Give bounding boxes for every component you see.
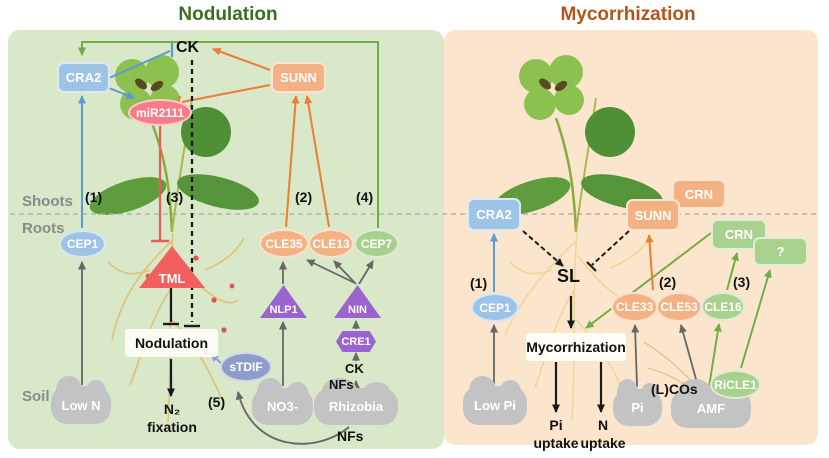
cloud-pi: Pi [613, 379, 662, 426]
cloud-rhizobia: Rhizobia [314, 378, 398, 425]
label-n-uptake-line2: uptake [580, 434, 626, 451]
label-n2-fixation: N₂ fixation [140, 401, 204, 436]
label-pi-uptake-line2: uptake [533, 434, 579, 451]
node-cep1-mycorrhization: CEP1 [471, 293, 519, 322]
node-cle16: CLE16 [701, 292, 745, 321]
node-cep1-nodulation: CEP1 [59, 230, 106, 258]
node-sunn-mycorrhization: SUNN [626, 199, 680, 231]
cloud-rhizobia-label: Rhizobia [328, 399, 384, 414]
pathway-label-5-nod: (5) [208, 394, 226, 410]
label-fixation: fixation [147, 418, 197, 435]
cloud-pi-label: Pi [631, 400, 644, 415]
pathway-label-3-myc: (3) [733, 274, 751, 290]
node-cep7: CEP7 [354, 229, 399, 258]
label-ck-shoot: CK [176, 39, 200, 56]
nodulation-title: Nodulation [178, 4, 278, 25]
cloud-no3-label: NO3- [266, 399, 299, 414]
label-pi-uptake: Pi uptake [525, 417, 587, 452]
node-mir2111: miR2111 [128, 99, 192, 126]
node-stdif: sTDIF [220, 352, 272, 382]
region-label-soil: Soil [22, 388, 50, 405]
pathway-label-2-nod: (2) [295, 189, 313, 205]
node-tml-label: TML [158, 271, 186, 286]
node-nin-label: NIN [348, 304, 367, 316]
node-crn-shoot: CRN [672, 179, 726, 209]
label-pi-uptake-line1: Pi [549, 417, 563, 433]
node-cle33: CLE33 [611, 292, 658, 322]
node-cle13: CLE13 [308, 229, 354, 258]
cloud-low-n-label: Low N [61, 397, 101, 413]
node-unknown-receptor: ? [753, 237, 808, 266]
label-n-uptake-line1: N [597, 417, 609, 433]
label-nfs-bottom: NFs [337, 428, 364, 444]
pathway-label-3-nod: (3) [166, 189, 184, 205]
process-nodulation: Nodulation [125, 329, 218, 357]
label-sl: SL [557, 266, 581, 286]
node-cle35: CLE35 [259, 229, 309, 258]
label-lcos: (L)COs [651, 381, 698, 397]
cloud-low-pi: Low Pi [463, 375, 527, 425]
node-nlp1-label: NLP1 [269, 304, 298, 316]
node-sunn-nodulation: SUNN [271, 62, 326, 93]
pathway-label-1-myc: (1) [470, 275, 488, 291]
label-ck-root: CK [345, 361, 364, 376]
mycorrhization-title: Mycorrhization [560, 4, 696, 25]
cloud-low-pi-label: Low Pi [474, 398, 516, 413]
node-cra2-nodulation: CRA2 [57, 62, 110, 93]
cloud-no3: NO3- [252, 378, 313, 425]
pathway-label-2-myc: (2) [659, 274, 677, 290]
cloud-amf-label: AMF [696, 401, 726, 416]
region-label-shoots: Shoots [22, 193, 73, 210]
pathway-label-1-nod: (1) [85, 189, 103, 205]
cloud-low-n: Low N [51, 376, 111, 424]
node-cra2-mycorrhization: CRA2 [467, 198, 521, 231]
region-label-roots: Roots [22, 220, 65, 237]
node-cle53: CLE53 [656, 292, 702, 322]
label-nfs-mid: NFs [329, 377, 354, 392]
node-ricle1: RiCLE1 [710, 370, 761, 399]
label-n-uptake: N uptake [572, 417, 634, 452]
pathway-label-4-nod: (4) [356, 189, 374, 205]
node-cre1: CRE1 [336, 331, 376, 352]
process-mycorrhization: Mycorrhization [526, 333, 626, 361]
label-n2: N₂ [163, 401, 181, 417]
